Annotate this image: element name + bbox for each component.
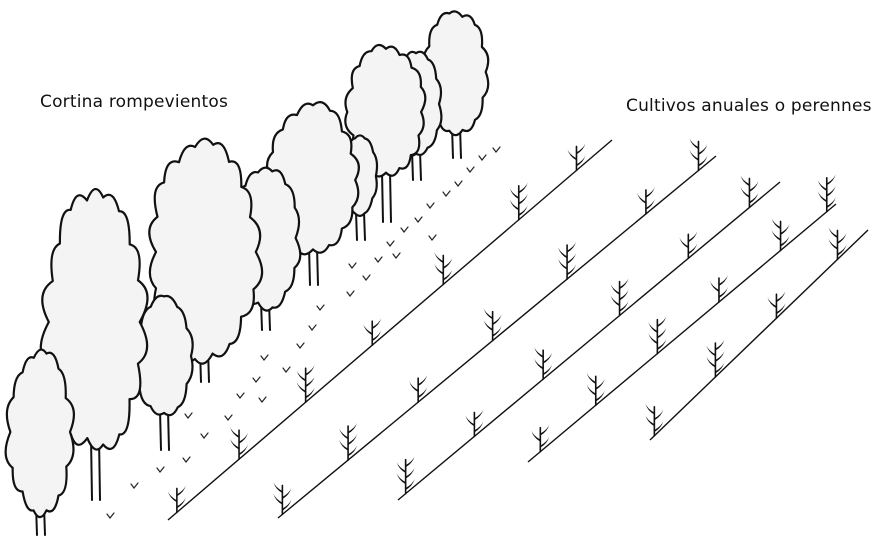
crop-plant [509, 182, 528, 221]
grass-mark [260, 354, 269, 361]
grass-mark [236, 392, 245, 399]
grass-mark [346, 290, 355, 297]
grass-mark [386, 240, 395, 247]
crop-plant [273, 482, 292, 516]
crop-row-line [167, 139, 613, 521]
grass-mark [258, 396, 267, 403]
grass-mark [106, 512, 115, 519]
grass-mark [454, 180, 463, 187]
grass-mark [252, 376, 261, 383]
grass-mark [426, 202, 435, 209]
crop-plant [767, 291, 786, 319]
grass-mark [466, 166, 475, 173]
grass-mark [182, 456, 191, 463]
grass-mark [428, 234, 437, 241]
grass-mark [374, 256, 383, 263]
grass-mark [200, 432, 209, 439]
tree [39, 188, 149, 501]
crop-plant [645, 403, 664, 437]
crop-row-line [527, 203, 837, 463]
crop-plant [706, 339, 725, 378]
crop-plant [817, 174, 836, 213]
crop-plant [296, 364, 315, 403]
grass-mark [414, 216, 423, 223]
crop-rows [167, 139, 869, 521]
grass-mark [224, 414, 233, 421]
windbreak-tree-row [4, 10, 490, 536]
crop-row-line [397, 181, 781, 501]
grass-mark [392, 252, 401, 259]
grass-mark [400, 226, 409, 233]
grass-mark [478, 154, 487, 161]
crop-plants [167, 138, 847, 516]
grass-mark [316, 304, 325, 311]
crop-plant [689, 138, 708, 172]
crop-plant [679, 231, 698, 260]
grass-mark [442, 190, 451, 197]
crop-plant [531, 424, 550, 453]
crop-row-line [277, 155, 717, 519]
crop-plant [534, 346, 553, 380]
grass-mark [282, 366, 291, 373]
crop-plant [567, 143, 586, 172]
tree [4, 348, 75, 536]
grass-mark [296, 342, 305, 349]
crop-plant [558, 241, 577, 280]
crop-row-line [649, 229, 869, 441]
grass-mark [184, 412, 193, 419]
crop-plant [409, 375, 428, 403]
grass-mark [130, 482, 139, 489]
crop-plant [586, 373, 605, 407]
crop-plant [483, 308, 502, 342]
crop-plant [828, 227, 847, 261]
crop-plant [396, 456, 415, 495]
crop-plant [648, 316, 667, 355]
crop-plant [230, 427, 249, 460]
crop-plant [465, 409, 484, 438]
crop-plant [167, 485, 186, 514]
crop-plant [610, 278, 629, 317]
grass-mark [308, 324, 317, 331]
grass-mark [348, 262, 357, 269]
crop-plant [636, 186, 655, 215]
grass-mark [492, 146, 501, 153]
grass-marks [106, 146, 501, 519]
crop-plant [363, 318, 382, 346]
crop-plant [339, 422, 358, 461]
crop-plant [434, 252, 453, 286]
crop-plant [771, 218, 790, 252]
crop-plant [709, 275, 728, 303]
crop-plant [740, 175, 759, 209]
grass-mark [156, 466, 165, 473]
grass-mark [362, 274, 371, 281]
crops-label: Cultivos anuales o perennes [626, 96, 872, 116]
windbreak-label: Cortina rompevientos [40, 92, 229, 112]
